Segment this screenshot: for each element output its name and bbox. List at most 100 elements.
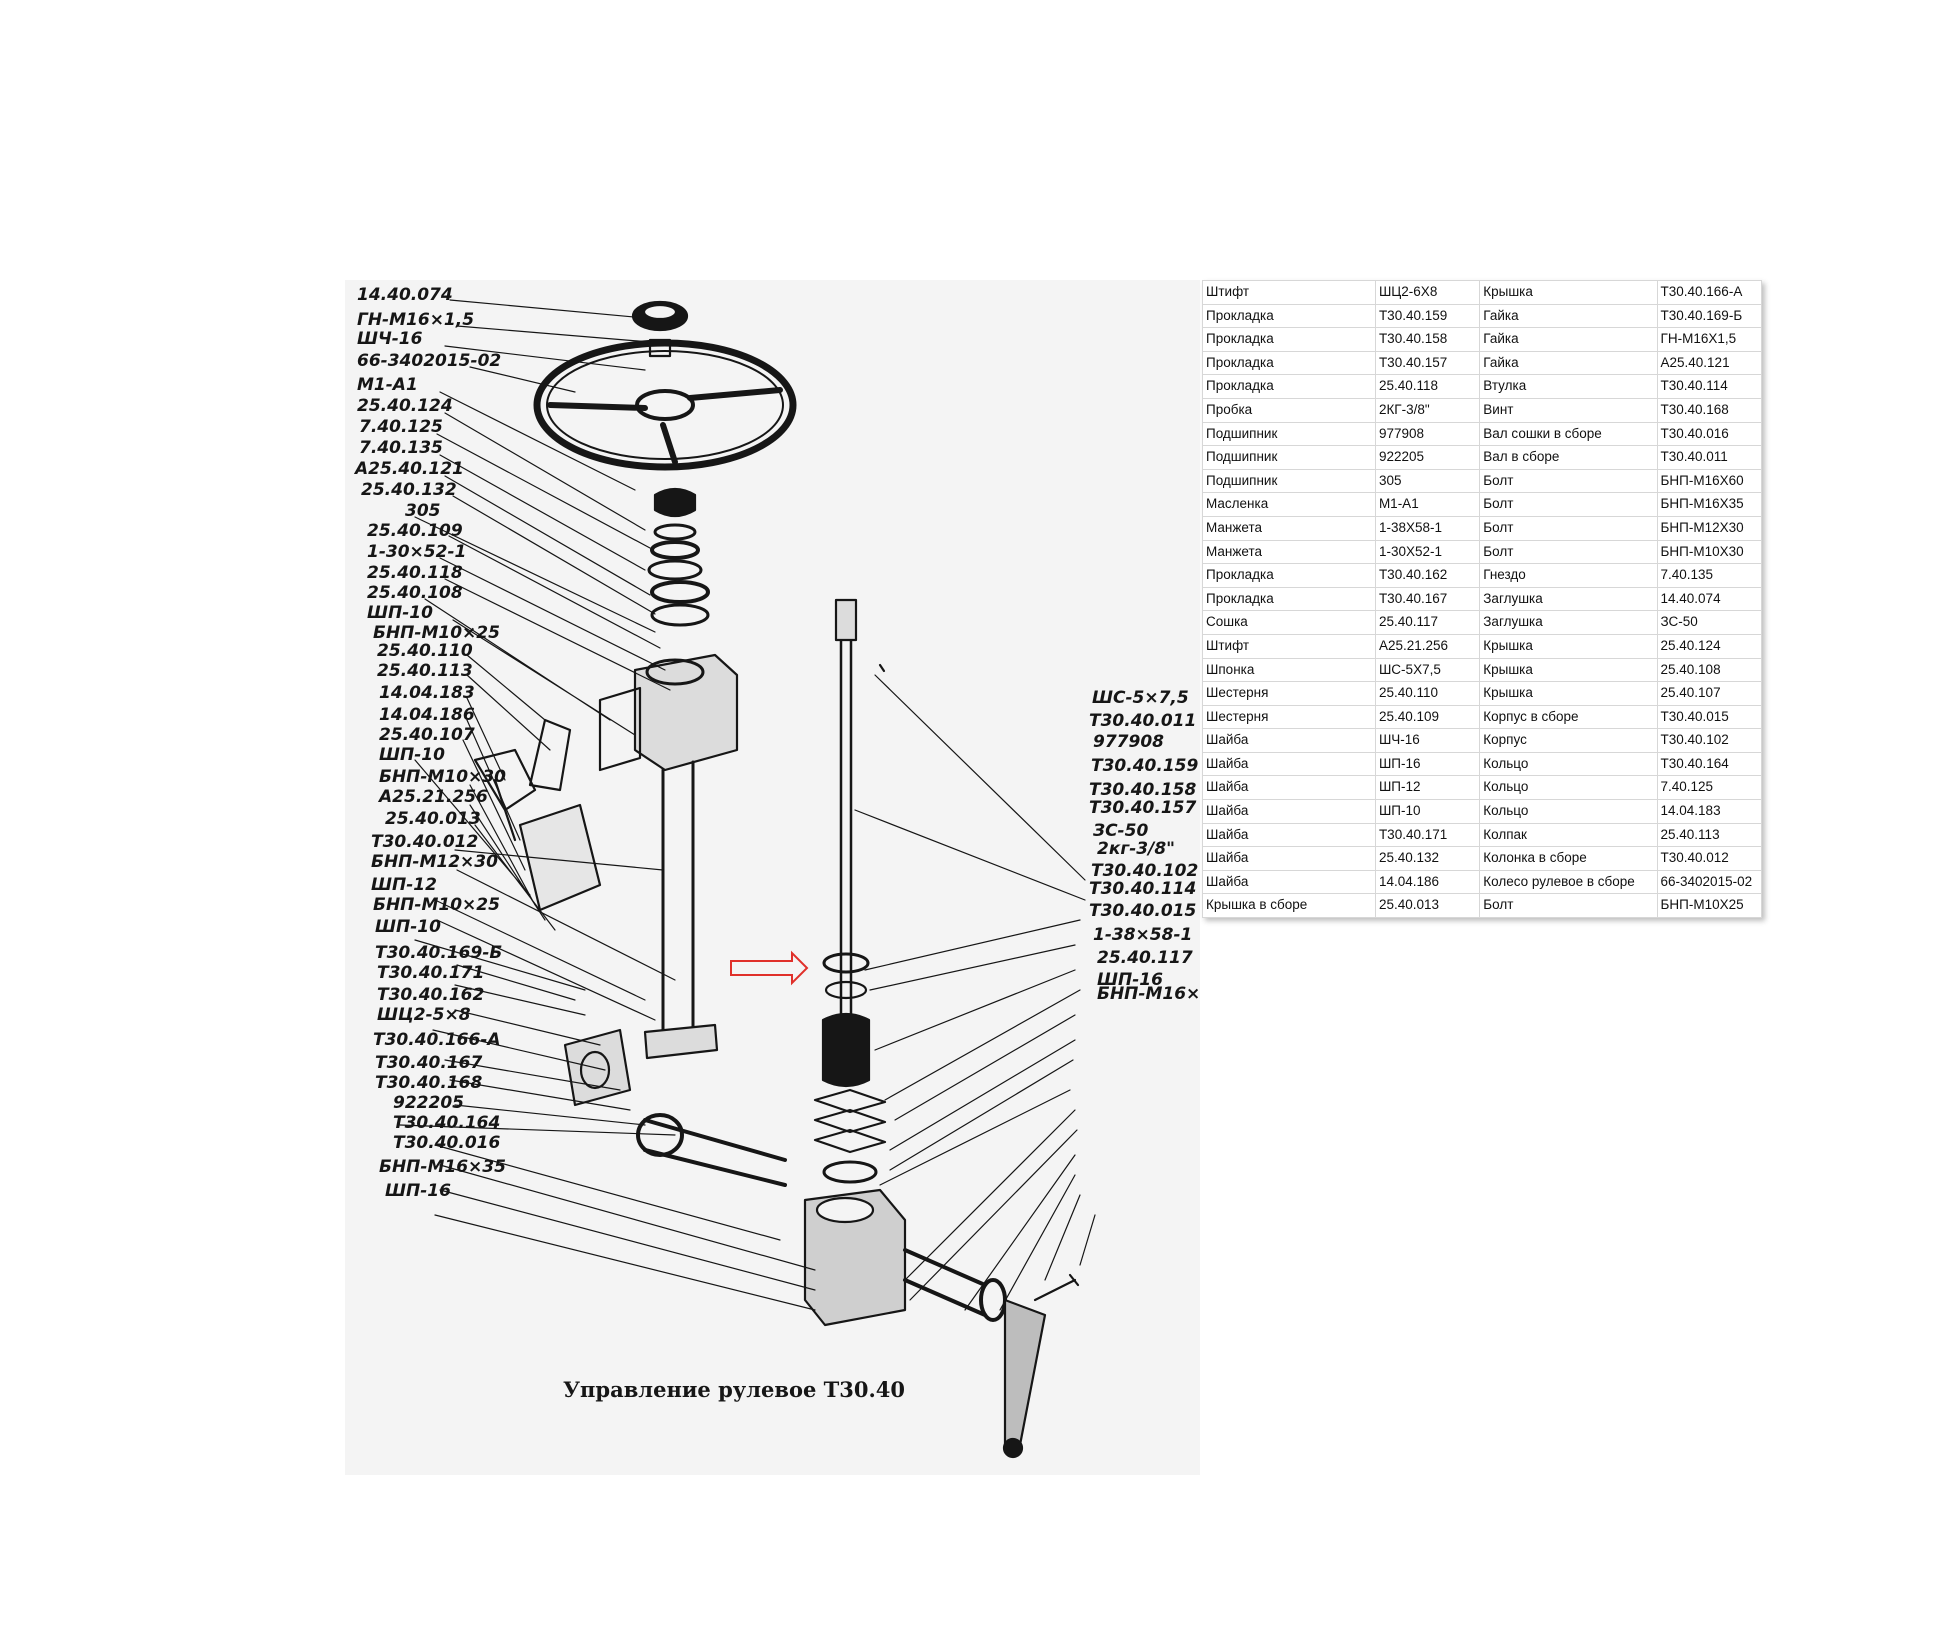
part-number-cell: 1-38Х58-1 [1374,515,1481,541]
callout-label: 14.04.183 [379,683,475,703]
worm-shaft [643,1118,787,1187]
part-number-cell: БНП-М10Х25 [1656,893,1763,919]
shaft-washer [824,980,868,1000]
part-number-cell: БНП-М16Х35 [1656,492,1763,517]
callout-label: 25.40.109 [367,521,463,541]
gasket-plate [813,1088,887,1154]
callout-label: Т30.40.159 [1091,756,1198,776]
part-name-cell: Шайба [1202,775,1376,801]
callout-label: 25.40.132 [361,480,457,500]
callout-label: БНП-М10×25 [373,623,500,643]
sector-shaft-sleeve [903,1248,987,1317]
part-name-cell: Вал в сборе [1479,445,1658,470]
gearbox-cover-plate [598,686,642,772]
callout-label: Т30.40.158 [1089,780,1196,800]
column-ring [650,540,700,560]
callout-label: Т30.40.011 [1089,711,1196,731]
part-name-cell: Шестерня [1202,681,1376,706]
left-callouts: 14.40.074ГН-М16×1,5ШЧ-1666-3402015-02М1-… [353,285,506,1201]
part-name-cell: Болт [1479,893,1658,919]
part-name-cell: Гнездо [1479,563,1658,588]
worm-shaft-bearing [636,1113,684,1157]
part-number-cell: 25.40.013 [1374,893,1481,919]
leader-line [399,849,816,1311]
part-name-cell: Штифт [1202,280,1376,305]
callout-label: БНП-М16×35 [379,1157,506,1177]
part-number-cell: Т30.40.011 [1656,445,1763,470]
column-gearbox-housing [633,653,739,772]
part-number-cell: ШП-16 [1374,751,1481,777]
part-name-cell: Болт [1479,492,1658,517]
part-name-cell: Шайба [1202,751,1376,777]
part-number-cell: 25.40.117 [1374,610,1481,635]
wheel-nut [648,338,672,358]
callout-label: 25.40.108 [367,583,463,603]
part-number-cell: 25.40.109 [1374,704,1481,730]
callout-label: Т30.40.016 [393,1133,500,1153]
callout-label: А25.40.121 [353,459,464,479]
diagram-caption: Управление рулевое Т30.40 [563,1377,905,1402]
steering-wheel-rim [533,339,797,471]
part-name-cell: Крышка [1479,633,1658,659]
callout-label: ШП-16 [385,1181,451,1201]
callout-label: Т30.40.157 [1089,798,1196,818]
part-name-cell: Шайба [1202,822,1376,848]
part-number-cell: Т30.40.162 [1374,563,1481,588]
callout-label: 25.40.107 [379,725,475,745]
part-name-cell: Крышка [1479,280,1658,305]
part-name-cell: Штифт [1202,633,1376,659]
part-number-cell: 922205 [1374,445,1481,470]
callout-label: Т30.40.166-А [373,1030,501,1050]
part-name-cell: Заглушка [1479,586,1658,612]
callout-label: БНП-М16×60 [1097,984,1200,1004]
vertical-sector-shaft [839,638,853,1082]
callout-label: БНП-М10×25 [373,895,500,915]
steering-column-tube [661,760,695,1034]
steering-wheel-spoke [547,387,783,465]
part-number-cell: Т30.40.167 [1374,586,1481,612]
callout-label: 977908 [1093,732,1164,752]
pitman-bolt [1033,1273,1080,1302]
part-name-cell: Колпак [1479,822,1658,848]
part-name-cell: Гайка [1479,327,1658,352]
part-number-cell: ШС-5Х7,5 [1374,657,1481,683]
column-gearbox-bore [645,658,705,686]
steering-wheel-hub [635,389,695,421]
highlight-arrow [730,950,809,986]
leader-line [414,654,556,931]
callout-label: Т30.40.114 [1089,879,1196,899]
part-number-cell: М1-А1 [1374,492,1481,517]
callout-label: 1-30×52-1 [367,542,466,562]
part-number-cell: Т30.40.169-Б [1656,303,1763,329]
column-ring [647,559,703,581]
part-number-cell: ЗС-50 [1656,610,1763,635]
part-number-cell: Т30.40.012 [1656,846,1763,871]
callout-label: ГН-М16×1,5 [357,310,474,330]
steering-gear-housing [803,1188,907,1327]
part-name-cell: Шайба [1202,728,1376,753]
part-number-cell: Т30.40.168 [1656,397,1763,423]
callout-label: 7.40.135 [359,438,443,458]
callout-label: 1-38×58-1 [1093,925,1192,945]
callout-label: 2кг-3/8" [1097,839,1175,859]
lower-flange [563,1028,632,1107]
part-name-cell: Шпонка [1202,657,1376,683]
part-number-cell: 977908 [1374,421,1481,447]
callout-label: 14.40.074 [357,285,453,305]
callout-label: Т30.40.015 [1089,901,1196,921]
part-name-cell: Прокладка [1202,303,1376,329]
column-head-bearing [653,487,697,518]
sector-shaft-seal [979,1278,1007,1322]
